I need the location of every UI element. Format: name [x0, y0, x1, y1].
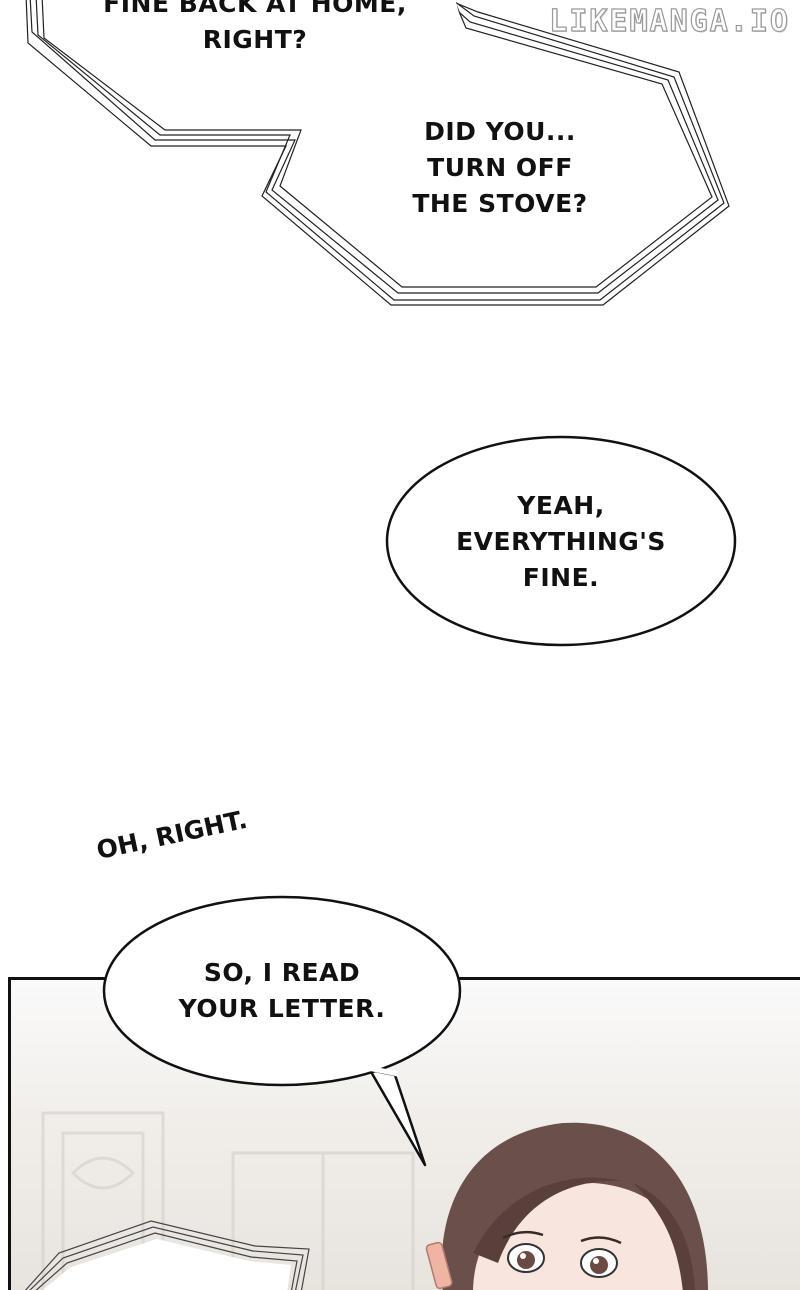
- stove-bubble-text: DID YOU... TURN OFF THE STOVE?: [380, 114, 620, 222]
- character-head: [425, 1122, 708, 1290]
- stove-bubble-line-3: THE STOVE?: [412, 189, 588, 218]
- stove-bubble-line-2: TURN OFF: [427, 153, 573, 182]
- watermark-logo: LIKEMANGA.IO: [549, 3, 790, 39]
- fine-bubble-line-1: YEAH,: [517, 491, 605, 520]
- top-bubble-line-2: RIGHT?: [202, 25, 308, 54]
- top-bubble-text: FINE BACK AT HOME, RIGHT?: [90, 0, 420, 58]
- top-bubble-line-1: FINE BACK AT HOME,: [103, 0, 407, 18]
- fine-bubble-line-2: EVERYTHING'S: [456, 527, 666, 556]
- letter-bubble-line-1: SO, I READ: [203, 958, 361, 987]
- panel-background-art: [24, 1111, 708, 1290]
- stove-bubble-line-1: DID YOU...: [424, 117, 576, 146]
- letter-bubble-line-2: YOUR LETTER.: [178, 994, 386, 1023]
- letter-bubble-text: SO, I READ YOUR LETTER.: [142, 955, 422, 1027]
- fine-bubble-text: YEAH, EVERYTHING'S FINE.: [431, 488, 691, 596]
- fine-bubble-line-3: FINE.: [522, 563, 600, 592]
- comic-panel: [8, 977, 800, 1290]
